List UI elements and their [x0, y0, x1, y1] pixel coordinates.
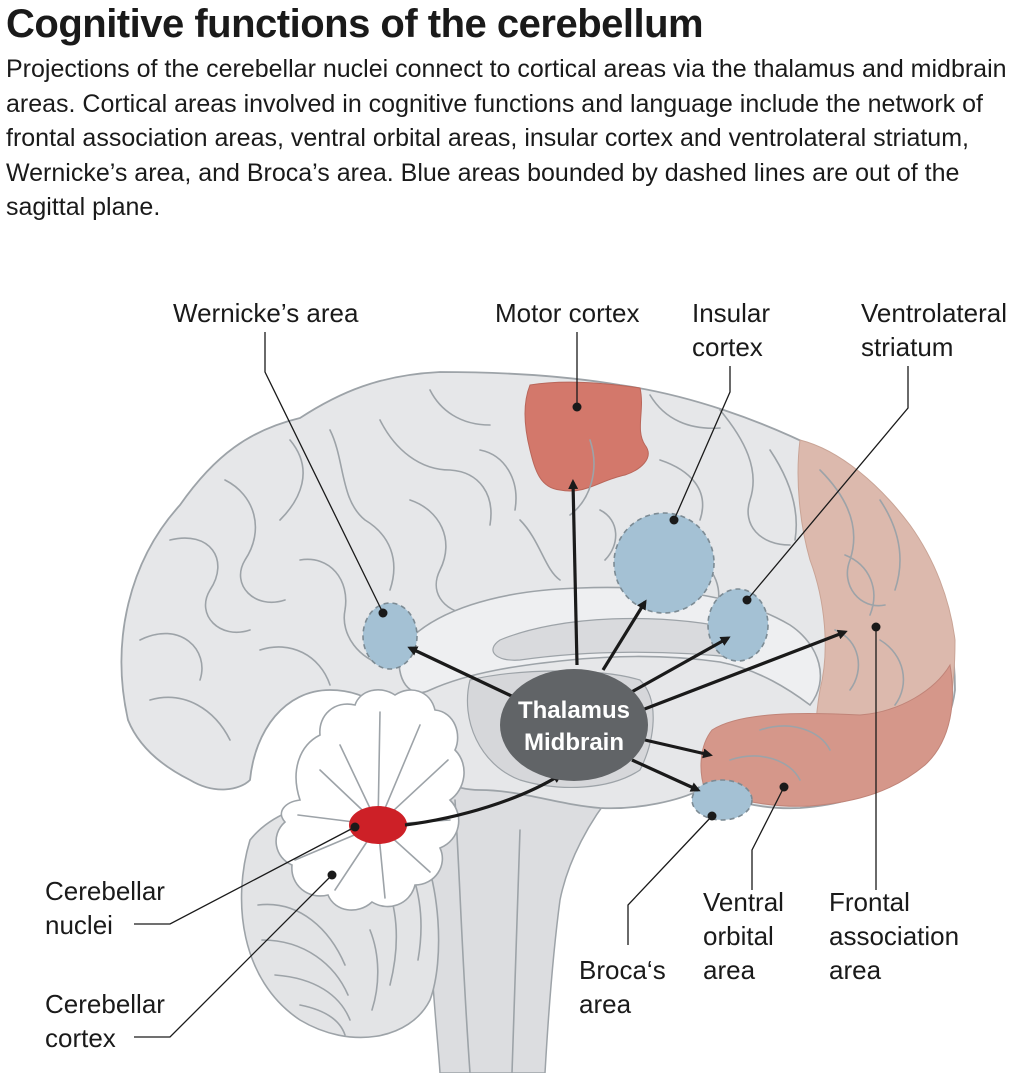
label-frontal-association-2: association: [829, 921, 959, 951]
label-wernickes-area: Wernicke’s area: [173, 298, 359, 328]
label-ventral-orbital-3: area: [703, 955, 756, 985]
cortex-folds: [139, 389, 905, 781]
label-frontal-association-3: area: [829, 955, 882, 985]
projection-arrows: [404, 479, 848, 827]
arrow-to-frontal: [641, 629, 848, 712]
out-of-plane-areas: [362, 512, 769, 821]
label-ventral-orbital-2: orbital: [703, 921, 774, 951]
label-frontal-association-1: Frontal: [829, 887, 910, 917]
arrow-nuclei-to-thalamus: [404, 773, 563, 827]
label-ventral-orbital-1: Ventral: [703, 887, 784, 917]
wernickes-area-blob: [362, 602, 418, 670]
label-cerebellar-cortex-1: Cerebellar: [45, 989, 165, 1019]
label-cerebellar-nuclei-1: Cerebellar: [45, 876, 165, 906]
leader-lines: [134, 332, 909, 1038]
figure-title: Cognitive functions of the cerebellum: [6, 2, 704, 46]
arrow-to-wernickes: [407, 646, 521, 702]
label-striatum-2: striatum: [861, 332, 953, 362]
motor-cortex-area: [524, 381, 649, 492]
label-cerebellar-cortex-2: cortex: [45, 1023, 116, 1053]
label-insular-cortex-1: Insular: [692, 298, 770, 328]
cerebellum-folia: [257, 849, 422, 1036]
arrow-to-insular-cortex: [601, 599, 647, 671]
arrow-to-striatum: [627, 636, 731, 696]
label-insular-cortex-2: cortex: [692, 332, 763, 362]
brocas-area-blob: [691, 779, 753, 821]
thalamus-midbrain-hub: [500, 669, 648, 781]
insular-cortex-blob: [613, 512, 715, 614]
label-motor-cortex: Motor cortex: [495, 298, 640, 328]
arbor-vitae: [275, 689, 465, 911]
arrow-to-motor-cortex: [568, 479, 579, 666]
label-cerebellar-nuclei-2: nuclei: [45, 910, 113, 940]
arrow-to-ventral-orbital: [644, 738, 713, 759]
label-striatum-1: Ventrolateral: [861, 298, 1007, 328]
hub-label-line2: Midbrain: [524, 729, 624, 756]
figure-description: Projections of the cerebellar nuclei con…: [6, 55, 1007, 221]
cerebellar-nuclei-blob: [349, 806, 407, 844]
label-brocas-area-1: Broca‘s: [579, 955, 666, 985]
arrow-to-brocas: [631, 758, 701, 792]
hub-label-line1: Thalamus: [518, 697, 630, 724]
ventrolateral-striatum-blob: [707, 588, 769, 662]
label-brocas-area-2: area: [579, 989, 632, 1019]
